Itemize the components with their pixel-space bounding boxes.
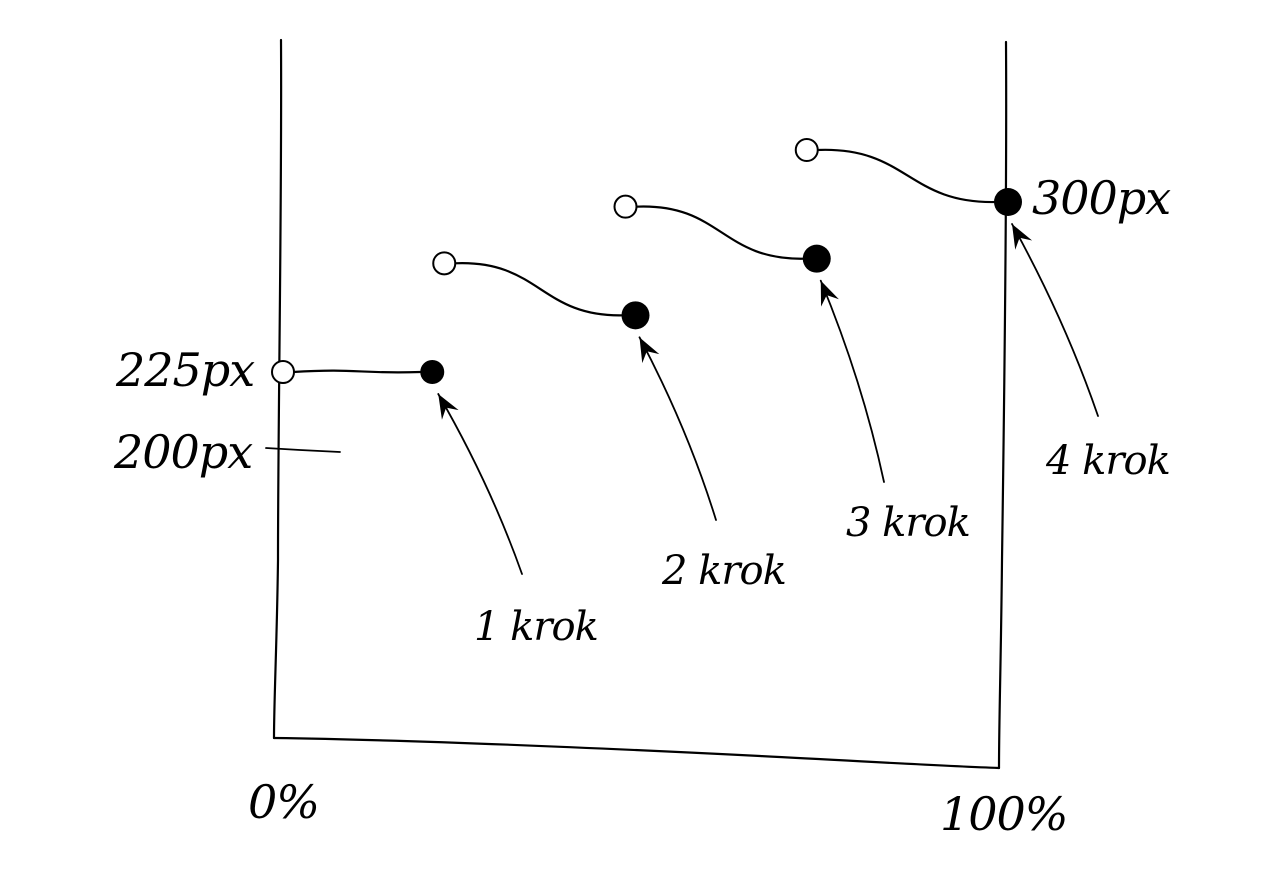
open-point-4 [794, 138, 819, 162]
step-label-1: 1 krok [474, 604, 598, 650]
arrowhead-step-3 [820, 280, 839, 307]
filled-point-4 [994, 188, 1022, 216]
step-segment-4 [815, 148, 998, 204]
arrowhead-step-1 [438, 394, 459, 420]
open-point-1 [271, 360, 295, 384]
step-segment-2 [453, 262, 625, 317]
arrows-layer [437, 223, 1099, 575]
step-label-2: 2 krok [661, 548, 786, 594]
y-label-300: 300px [1032, 171, 1171, 225]
steps-layer [271, 138, 1022, 384]
step-label-4: 4 krok [1045, 438, 1170, 484]
y-label-225: 225px [115, 343, 255, 397]
left-vertical-axis [272, 38, 283, 740]
x-tick-100: 100% [940, 787, 1068, 841]
arrowhead-step-4 [1012, 224, 1033, 250]
open-point-3 [613, 194, 638, 219]
filled-point-3 [802, 244, 831, 273]
arrow-to-step-4 [1011, 223, 1099, 417]
filled-point-1 [420, 360, 445, 384]
filled-point-2 [621, 301, 650, 330]
y-label-200: 200px [113, 425, 253, 479]
open-point-2 [432, 251, 457, 276]
arrow-to-step-1 [437, 393, 523, 575]
y-200-tick [265, 447, 341, 453]
step-segment-3 [634, 205, 806, 260]
step-segment-1 [291, 369, 422, 374]
right-vertical-line [997, 40, 1008, 770]
x-tick-0: 0% [248, 775, 319, 829]
step-label-3: 3 krok [846, 500, 970, 546]
arrowhead-step-2 [639, 337, 660, 364]
bottom-axis [272, 736, 1001, 770]
arrow-to-step-3 [819, 279, 885, 483]
arrow-to-step-2 [638, 336, 717, 521]
